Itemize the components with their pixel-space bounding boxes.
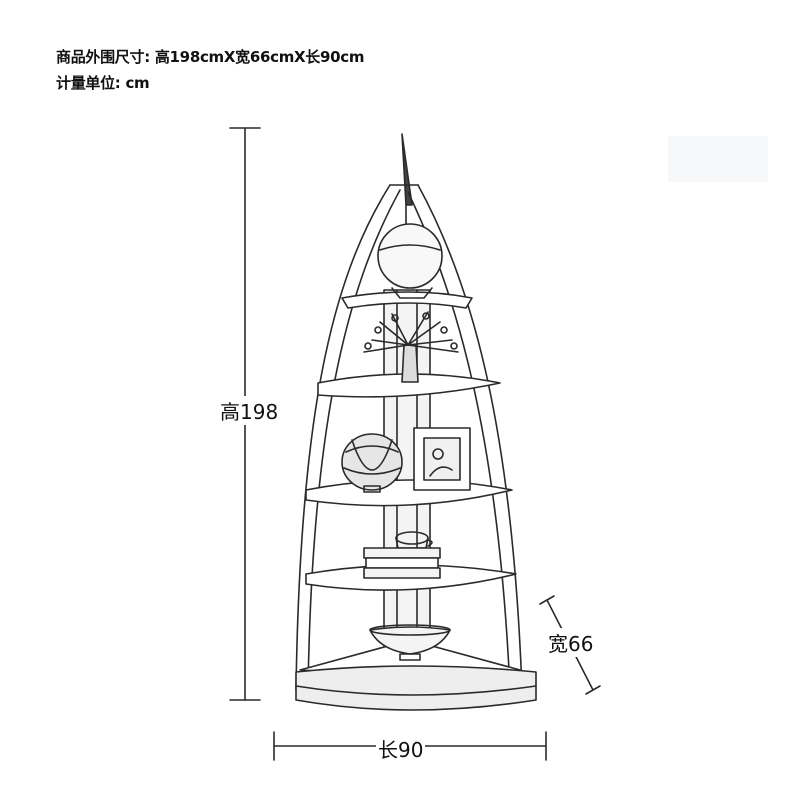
lantern-ball — [341, 433, 403, 493]
plant-vase — [363, 311, 459, 383]
spec-unit-line: 计量单位: cm — [56, 72, 150, 93]
spec-size-line: 商品外围尺寸: 高198cmX宽66cmX长90cm — [56, 46, 365, 67]
spire — [401, 133, 413, 231]
spec-size-label: 商品外围尺寸: — [56, 48, 150, 66]
base-plinth — [295, 665, 537, 711]
spec-unit-label: 计量单位: — [56, 74, 121, 92]
width-dimension-label: 宽66 — [546, 628, 596, 657]
faint-background-box — [668, 136, 768, 182]
height-dimension-label: 高198 — [218, 396, 281, 425]
bowl — [369, 624, 451, 661]
books-and-cup — [363, 531, 441, 579]
picture-frame — [413, 427, 471, 491]
globe-ornament — [377, 223, 443, 299]
spec-size-value: 高198cmX宽66cmX长90cm — [154, 48, 365, 66]
length-dimension-label: 长90 — [376, 734, 426, 763]
spec-unit-value: cm — [125, 74, 150, 92]
